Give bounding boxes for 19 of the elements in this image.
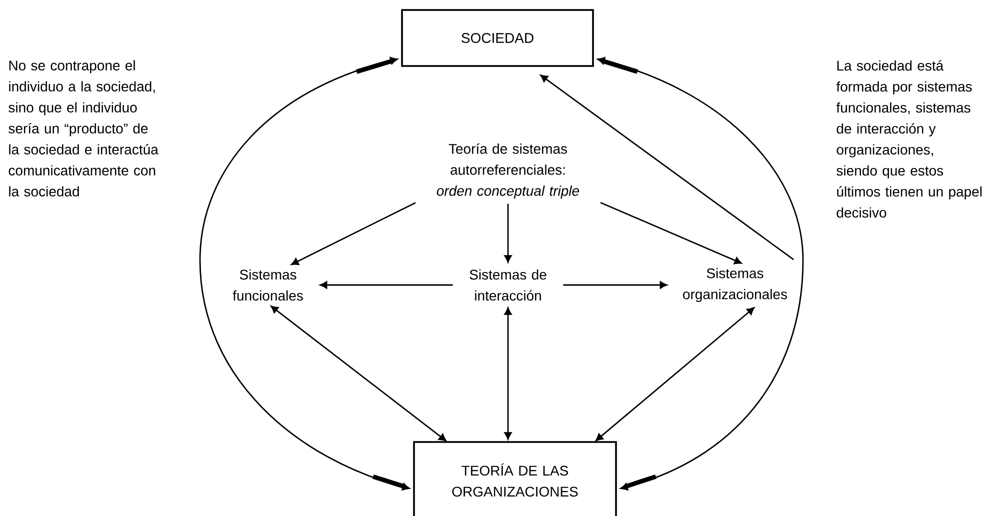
arrow <box>600 202 742 264</box>
arrow <box>596 307 754 442</box>
title-box: SOCIEDAD <box>401 9 594 67</box>
arrow <box>270 306 446 442</box>
arrow <box>291 202 416 266</box>
arrow <box>199 56 410 490</box>
side-note: No se contrapone el individuo a la sociedad, sino que el individuo sería un “producto” de la sociedad e interactúa comunicativamente con la sociedad <box>8 60 158 196</box>
arrow <box>540 74 794 260</box>
side-note: La sociedad está formada por sistemas funcionales, sistemas de interacción y organizaciones, siendo que estos últimos tienen un papel decisivo <box>836 60 982 218</box>
arrow <box>597 57 804 490</box>
system-label: Sistemas funcionales <box>232 269 303 301</box>
arrow <box>504 307 512 440</box>
title-box: TEORÍA DE LAS ORGANIZACIONES <box>413 441 617 516</box>
arrow <box>563 281 668 289</box>
system-label: Sistemas de interacción <box>470 269 546 301</box>
arrow <box>504 204 512 263</box>
arrow <box>320 281 453 289</box>
system-label: Sistemas organizacionales <box>683 268 787 302</box>
concept-text: Teoría de sistemas autorreferenciales: orden conceptual triple <box>436 143 580 199</box>
